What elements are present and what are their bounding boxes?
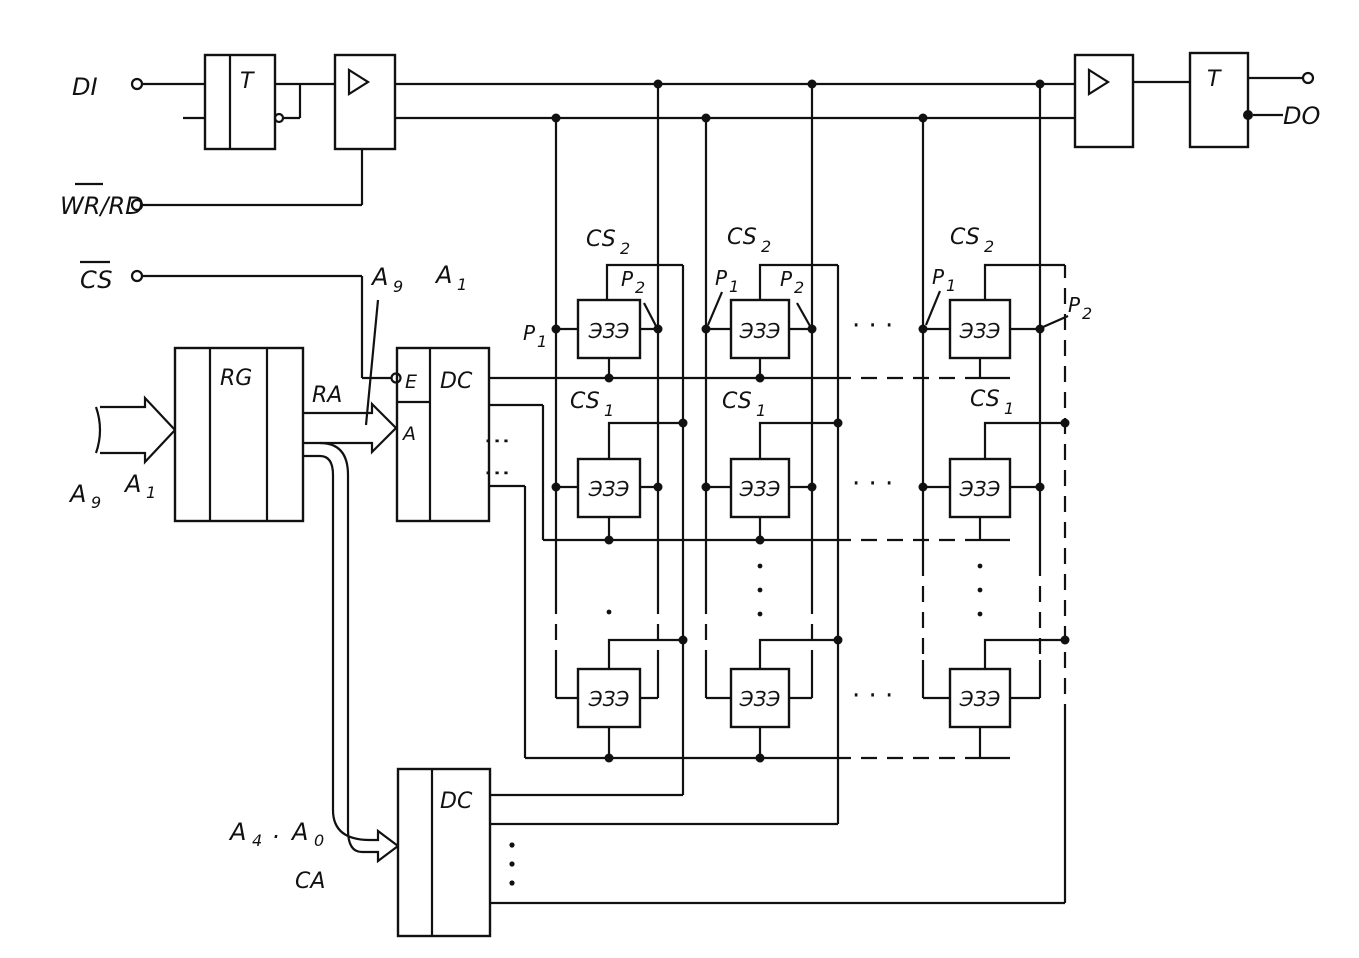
cs1-sub: 1 [604,401,614,420]
ra-bus-arrow-icon [303,401,398,455]
input-trigger-label: T [240,69,255,94]
cs1-sub: 1 [756,401,766,420]
p1-label: P [932,265,945,289]
cs-pin[interactable] [130,269,144,283]
di-label: DI [72,73,98,101]
cell-label: ЭЗЭ [739,687,781,711]
cell-label: ЭЗЭ [959,687,1001,711]
column-ellipsis: · · · [852,311,893,341]
output-trigger: T [1188,51,1250,149]
memory-cell: ЭЗЭ [729,298,791,360]
col-lo-sub: 0 [314,831,324,850]
data-path: DI T WR/RD [60,51,1320,220]
input-low-sub: 1 [146,483,156,502]
storage-matrix: ЭЗЭ ЭЗЭ ЭЗЭ ЭЗЭ [489,79,1092,905]
memory-cell: ЭЗЭ [948,667,1012,729]
col-lo-label: A [290,818,308,846]
row-decoder-label: DC [440,369,473,394]
output-trigger-label: T [1207,67,1222,92]
column-decoder: DC [396,767,515,938]
cell-label: ЭЗЭ [588,687,630,711]
col-sep: . [273,816,281,844]
cell-label: ЭЗЭ [959,477,1001,501]
cell-label: ЭЗЭ [739,319,781,343]
do-label: DO [1283,102,1320,130]
memory-cell: ЭЗЭ [948,298,1012,360]
row-decoder-ellipsis-2: ⋮ [482,460,512,486]
cs2-label: CS [586,227,616,252]
p2-label: P [1068,293,1081,317]
row-lo-sub: 1 [457,275,467,294]
cell-label: ЭЗЭ [588,477,630,501]
row-decoder-address: A [401,423,416,445]
cs1-label: CS [722,389,752,414]
p1-label: P [715,266,728,290]
cs1-label: CS [970,387,1000,412]
column-decoder-label: DC [440,789,473,814]
address-path: CS A 9 A 1 RG RA A 9 A 1 A 4 . A 0 [68,260,515,938]
column-ellipsis: · · · [852,681,893,711]
address-input-arrow-icon [100,395,177,465]
row-decoder-ellipsis: ⋮ [482,428,512,454]
p2-label: P [780,267,793,291]
cs2-label: CS [727,225,757,250]
input-trigger: T [203,53,285,151]
cs2-label: CS [950,225,980,250]
memory-cell: ЭЗЭ [729,457,791,519]
cs1-sub: 1 [1004,399,1014,418]
memory-cell: ЭЗЭ [948,457,1012,519]
row-ellipsis-dots [606,563,983,617]
cs2-sub: 2 [620,239,630,258]
p1-label: P [523,321,536,345]
col-hi-label: A [228,818,246,846]
memory-cell: ЭЗЭ [576,667,642,729]
p1-sub: 1 [729,277,739,296]
input-low-label: A [123,470,141,498]
cs-label: CS [80,266,112,294]
row-hi-label: A [370,263,388,291]
di-pin[interactable] [130,77,144,91]
ca-label: CA [295,869,325,894]
port-labels: P 1 P 2 P 1 P 2 P 1 P 2 [523,265,1092,351]
p1-sub: 1 [537,332,547,351]
wr-rd-label: WR/RD [60,192,144,220]
address-register: RG [173,346,305,523]
p2-sub: 2 [635,278,645,297]
cs2-sub: 2 [761,237,771,256]
input-high-label: A [68,480,86,508]
column-ellipsis: · · · [852,469,893,499]
p2-sub: 2 [794,278,804,297]
ra-label: RA [312,383,342,408]
ca-bus-arrow-icon [303,441,400,864]
cell-label: ЭЗЭ [959,319,1001,343]
col-hi-sub: 4 [252,831,262,850]
p1-sub: 1 [946,276,956,295]
cs1-labels: CS 1 CS 1 CS 1 [570,387,1014,420]
row-lo-label: A [434,261,452,289]
buffer-triangle-icon [1087,68,1111,96]
cs2-labels: CS 2 CS 2 CS 2 [586,225,994,258]
memory-cell: ЭЗЭ [576,457,642,519]
memory-cell: ЭЗЭ [576,298,642,360]
p2-sub: 2 [1082,304,1092,323]
cell-label: ЭЗЭ [588,319,630,343]
input-buffer [333,53,397,151]
input-high-sub: 9 [91,493,101,512]
row-decoder: E A DC ⋮ ⋮ [390,346,512,523]
cs1-label: CS [570,389,600,414]
register-label: RG [220,366,252,391]
output-buffer [1073,53,1135,149]
buffer-triangle-icon [347,68,371,96]
cs2-sub: 2 [984,237,994,256]
p2-label: P [621,267,634,291]
row-hi-sub: 9 [393,277,403,296]
row-decoder-enable: E [405,371,417,393]
memory-cell: ЭЗЭ [729,667,791,729]
do-pin[interactable] [1301,71,1315,85]
cell-label: ЭЗЭ [739,477,781,501]
